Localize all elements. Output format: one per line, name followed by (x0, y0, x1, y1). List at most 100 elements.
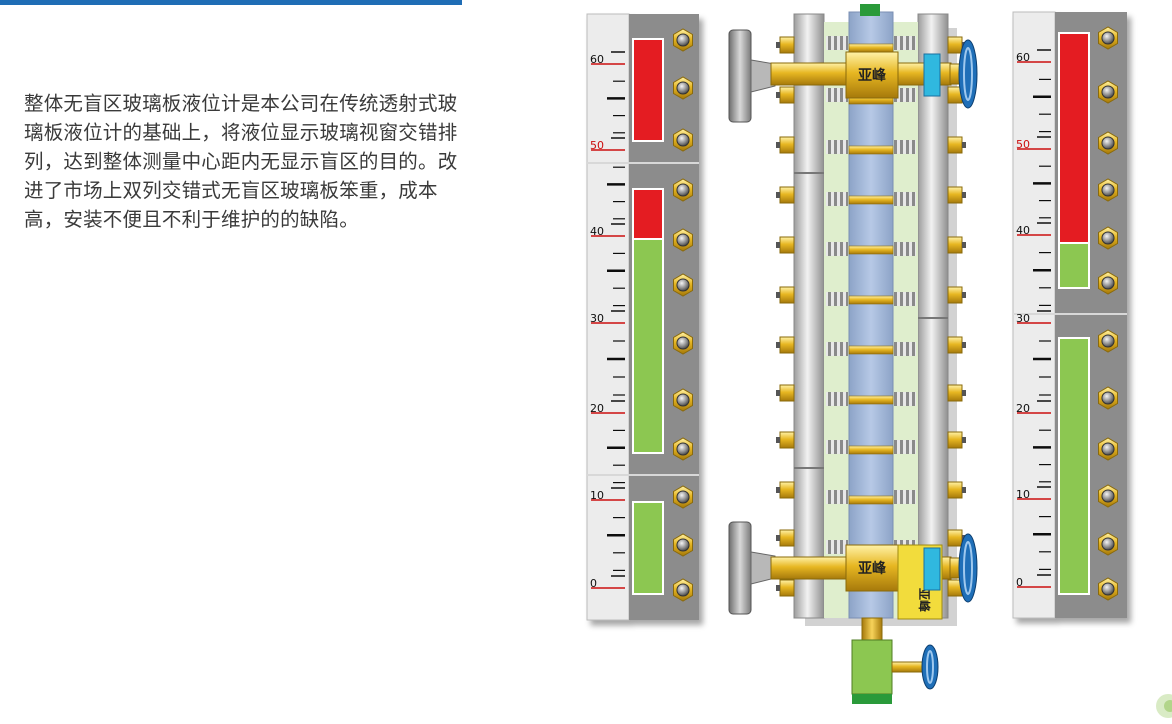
fin-strip (894, 88, 916, 102)
bottom-flange-disk (728, 521, 752, 615)
drain-valve (851, 617, 939, 704)
stud-tip (776, 292, 780, 298)
bolt-head (1101, 391, 1115, 405)
left-scale-ticks (591, 51, 625, 589)
drain-body (851, 639, 893, 695)
right-scale-labels: 60 50 40 30 20 10 0 (1016, 51, 1030, 589)
stud-tip (962, 342, 966, 348)
stud-left (779, 336, 795, 354)
stud-right (947, 481, 963, 499)
stud-tip (776, 192, 780, 198)
bolt-head (1101, 537, 1115, 551)
bolt-head (676, 133, 690, 147)
stud-right (947, 336, 963, 354)
bottom-handwheel-icon (958, 533, 978, 603)
right-label-0: 0 (1016, 576, 1023, 589)
side-studs (776, 36, 966, 597)
bolt-head (676, 442, 690, 456)
left-window-1-empty (632, 38, 664, 142)
left-label-30: 30 (590, 312, 604, 325)
stud-tip (776, 437, 780, 443)
left-level-gauge: 60 50 40 30 20 10 0 (586, 13, 699, 621)
fin-strip (894, 342, 916, 356)
top-flange-disk (728, 29, 752, 123)
top-sight-glass (923, 53, 941, 97)
tube-band (848, 395, 894, 405)
fin-strip (894, 490, 916, 504)
corner-decoration (1156, 694, 1172, 718)
stud-tip (776, 242, 780, 248)
tube-band (848, 245, 894, 255)
left-label-20: 20 (590, 402, 604, 415)
bolt-head (676, 490, 690, 504)
fin-strip (894, 292, 916, 306)
stud-tip (962, 142, 966, 148)
fin-strip (826, 36, 848, 50)
center-tube (848, 11, 894, 619)
bolt-head (1101, 276, 1115, 290)
left-label-50: 50 (590, 139, 604, 152)
stud-tip (962, 292, 966, 298)
fin-strip (826, 192, 848, 206)
right-label-40: 40 (1016, 224, 1030, 237)
stud-left (779, 431, 795, 449)
fin-strip (826, 88, 848, 102)
top-valve: 亚峰 (728, 29, 978, 123)
fin-strip (826, 540, 848, 554)
tube-band (848, 43, 894, 53)
stud-right (947, 36, 963, 54)
drain-handwheel-icon (921, 644, 939, 690)
right-window-1-empty (1058, 32, 1090, 244)
stud-tip (962, 487, 966, 493)
tube-band (848, 145, 894, 155)
bottom-sight-glass (923, 547, 941, 591)
bottom-valve: 亚峰 亚峰 (728, 521, 978, 620)
fin-strip (826, 292, 848, 306)
fin-strip (894, 242, 916, 256)
fin-strip (826, 490, 848, 504)
fin-strip (894, 392, 916, 406)
bolt-head (676, 583, 690, 597)
stud-right (947, 384, 963, 402)
stud-tip (776, 42, 780, 48)
top-brand-label: 亚峰 (858, 67, 887, 84)
tube-band (848, 195, 894, 205)
bolt-head (1101, 489, 1115, 503)
bottom-brand-label: 亚峰 (858, 560, 887, 577)
fin-strip (826, 392, 848, 406)
right-label-20: 20 (1016, 402, 1030, 415)
right-label-30: 30 (1016, 312, 1030, 325)
left-label-40: 40 (590, 225, 604, 238)
stud-left (779, 236, 795, 254)
fin-strip (894, 36, 916, 50)
right-rail (917, 13, 949, 619)
middle-gauge-assembly: 亚峰 亚峰 亚峰 (728, 4, 978, 704)
bolt-head (1101, 442, 1115, 456)
bolt-head (676, 33, 690, 47)
bolt-head (1101, 183, 1115, 197)
stud-tip (776, 92, 780, 98)
tube-band (848, 445, 894, 455)
tube-band (848, 345, 894, 355)
left-rail (793, 13, 825, 619)
left-scale-labels: 60 50 40 30 20 10 0 (590, 53, 604, 590)
side-tag-label: 亚峰 (917, 588, 932, 613)
fin-strip (894, 192, 916, 206)
top-handwheel-icon (958, 39, 978, 109)
stud-right (947, 236, 963, 254)
stud-left (779, 384, 795, 402)
top-brand-block (845, 51, 899, 99)
stud-left (779, 86, 795, 104)
right-label-60: 60 (1016, 51, 1030, 64)
fin-strip (894, 140, 916, 154)
stud-right (947, 286, 963, 304)
stud-tip (962, 437, 966, 443)
stud-left (779, 36, 795, 54)
right-label-50: 50 (1016, 138, 1030, 151)
left-gauge-bolts (673, 28, 693, 602)
bolt-head (1101, 231, 1115, 245)
bolt-head (676, 183, 690, 197)
bolt-head (676, 233, 690, 247)
right-gauge-bolts (1098, 26, 1118, 601)
left-label-60: 60 (590, 53, 604, 66)
